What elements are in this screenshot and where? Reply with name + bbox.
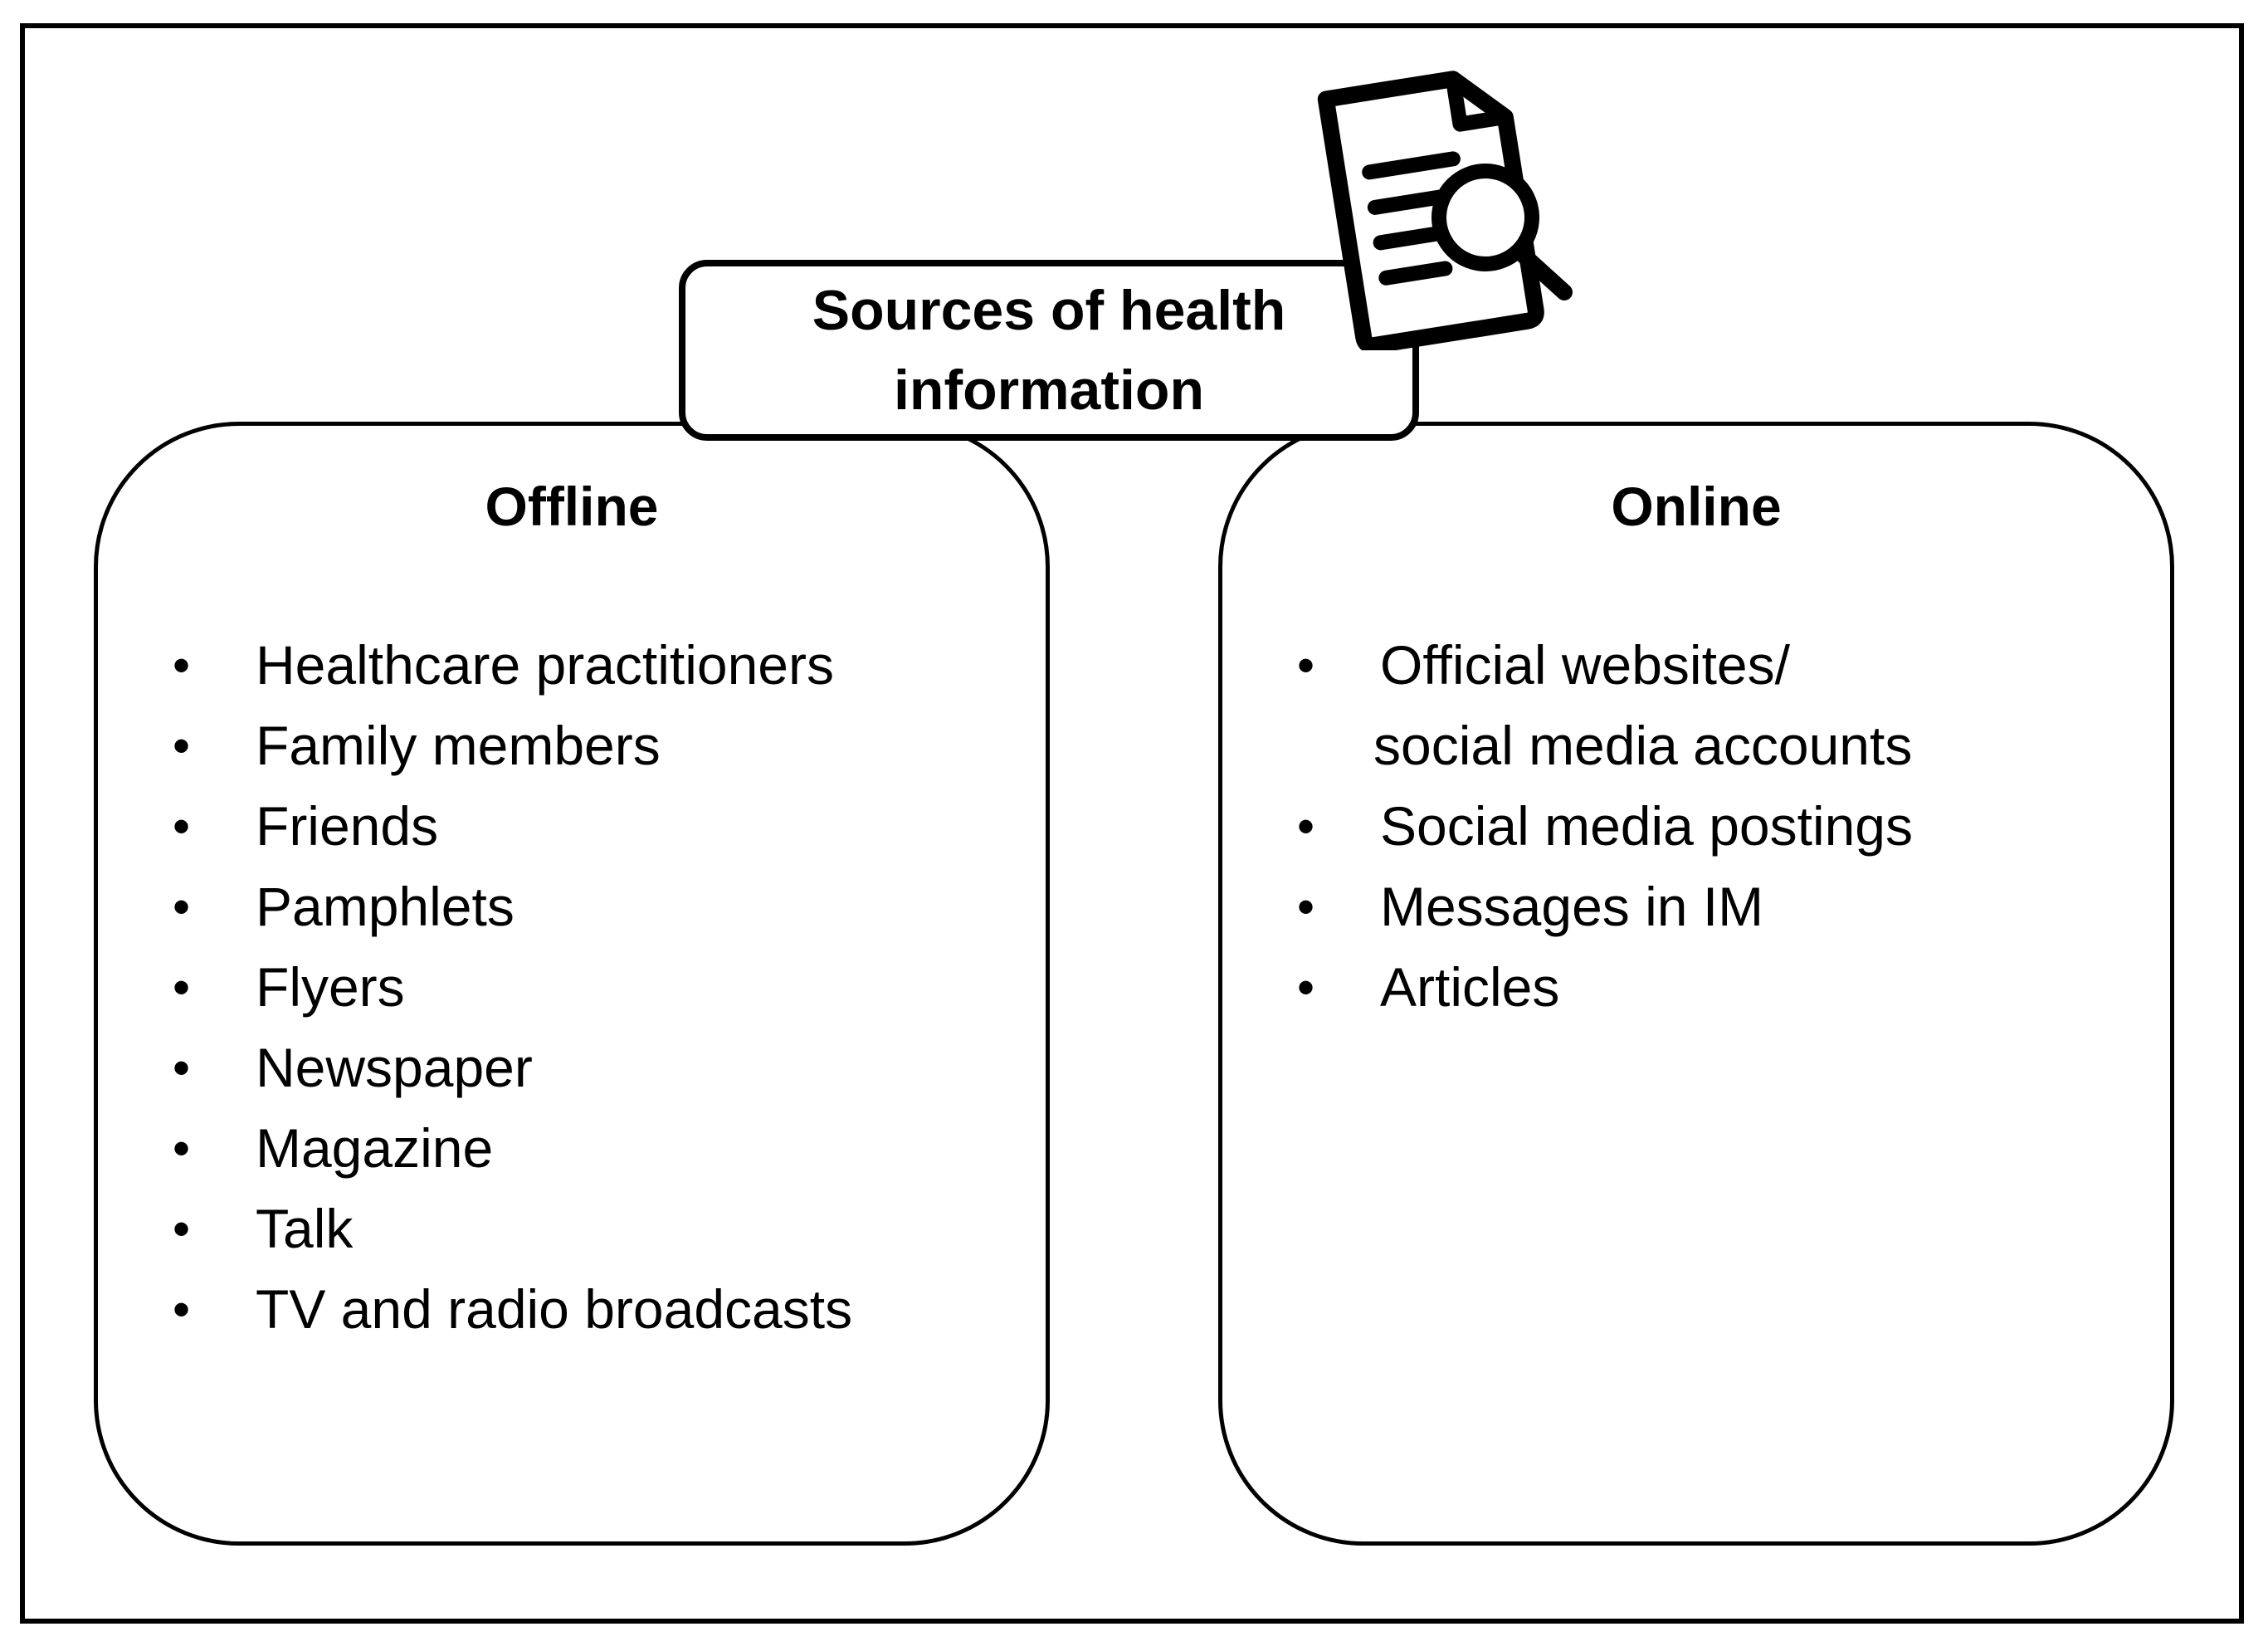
offline-item-label: Newspaper [256,1037,533,1098]
list-item: • Articles [1297,947,2127,1028]
online-item-label: Official websites/ [1380,634,1790,696]
bullet: • [173,960,191,1015]
list-item: • Magazine [173,1108,852,1189]
offline-item-label: Family members [256,715,661,776]
bullet: • [1297,637,1315,693]
online-heading: Online [1611,476,1782,537]
online-list: • Official websites/ social media accoun… [1297,625,2127,1028]
online-item-label: Social media postings [1380,795,1914,857]
bullet: • [173,1040,191,1096]
title-box: Sources of health information [679,260,1419,441]
bullet: • [173,1282,191,1337]
list-item: • Newspaper [173,1028,852,1108]
list-item: • Healthcare practitioners [173,625,852,706]
online-panel: Online • Official websites/ social media… [1218,422,2174,1546]
bullet: • [1297,879,1315,935]
bullet: • [173,879,191,935]
offline-item-label: Flyers [256,956,405,1018]
diagram-frame [20,23,2244,1624]
offline-item-label: Friends [256,795,439,857]
list-item: • TV and radio broadcasts [173,1269,853,1350]
offline-item-label: Healthcare practitioners [256,634,834,696]
list-item: • Talk [173,1189,852,1269]
list-item: • Flyers [173,947,852,1028]
online-item-label: Articles [1380,956,1560,1018]
bullet: • [173,718,191,774]
list-item: • Social media postings [1297,786,2127,867]
bullet: • [1297,960,1315,1015]
offline-item-label: Talk [256,1198,354,1259]
offline-item-label: Magazine [256,1117,494,1179]
list-item: • Family members [173,706,852,786]
online-item-label: Messages in IM [1380,876,1764,937]
bullet: • [173,1121,191,1176]
diagram-title: Sources of health information [812,279,1286,422]
offline-item-label: TV and radio broadcasts [256,1278,853,1340]
document-search-icon [1317,71,1573,350]
list-item: • Friends [173,786,852,867]
offline-heading: Offline [485,476,659,537]
online-item-label-continued: social media accounts [1373,715,1913,776]
list-item: • Messages in IM [1297,867,2127,947]
list-item: • Pamphlets [173,867,852,947]
list-item: • Official websites/ social media accoun… [1297,625,2127,786]
bullet: • [1297,799,1315,854]
bullet: • [173,1201,191,1257]
bullet: • [173,799,191,854]
bullet: • [173,637,191,693]
offline-list: • Healthcare practitioners • Family member… [173,625,853,1350]
offline-panel: Offline • Healthcare practitioners • Famil… [94,422,1050,1546]
offline-item-label: Pamphlets [256,876,515,937]
